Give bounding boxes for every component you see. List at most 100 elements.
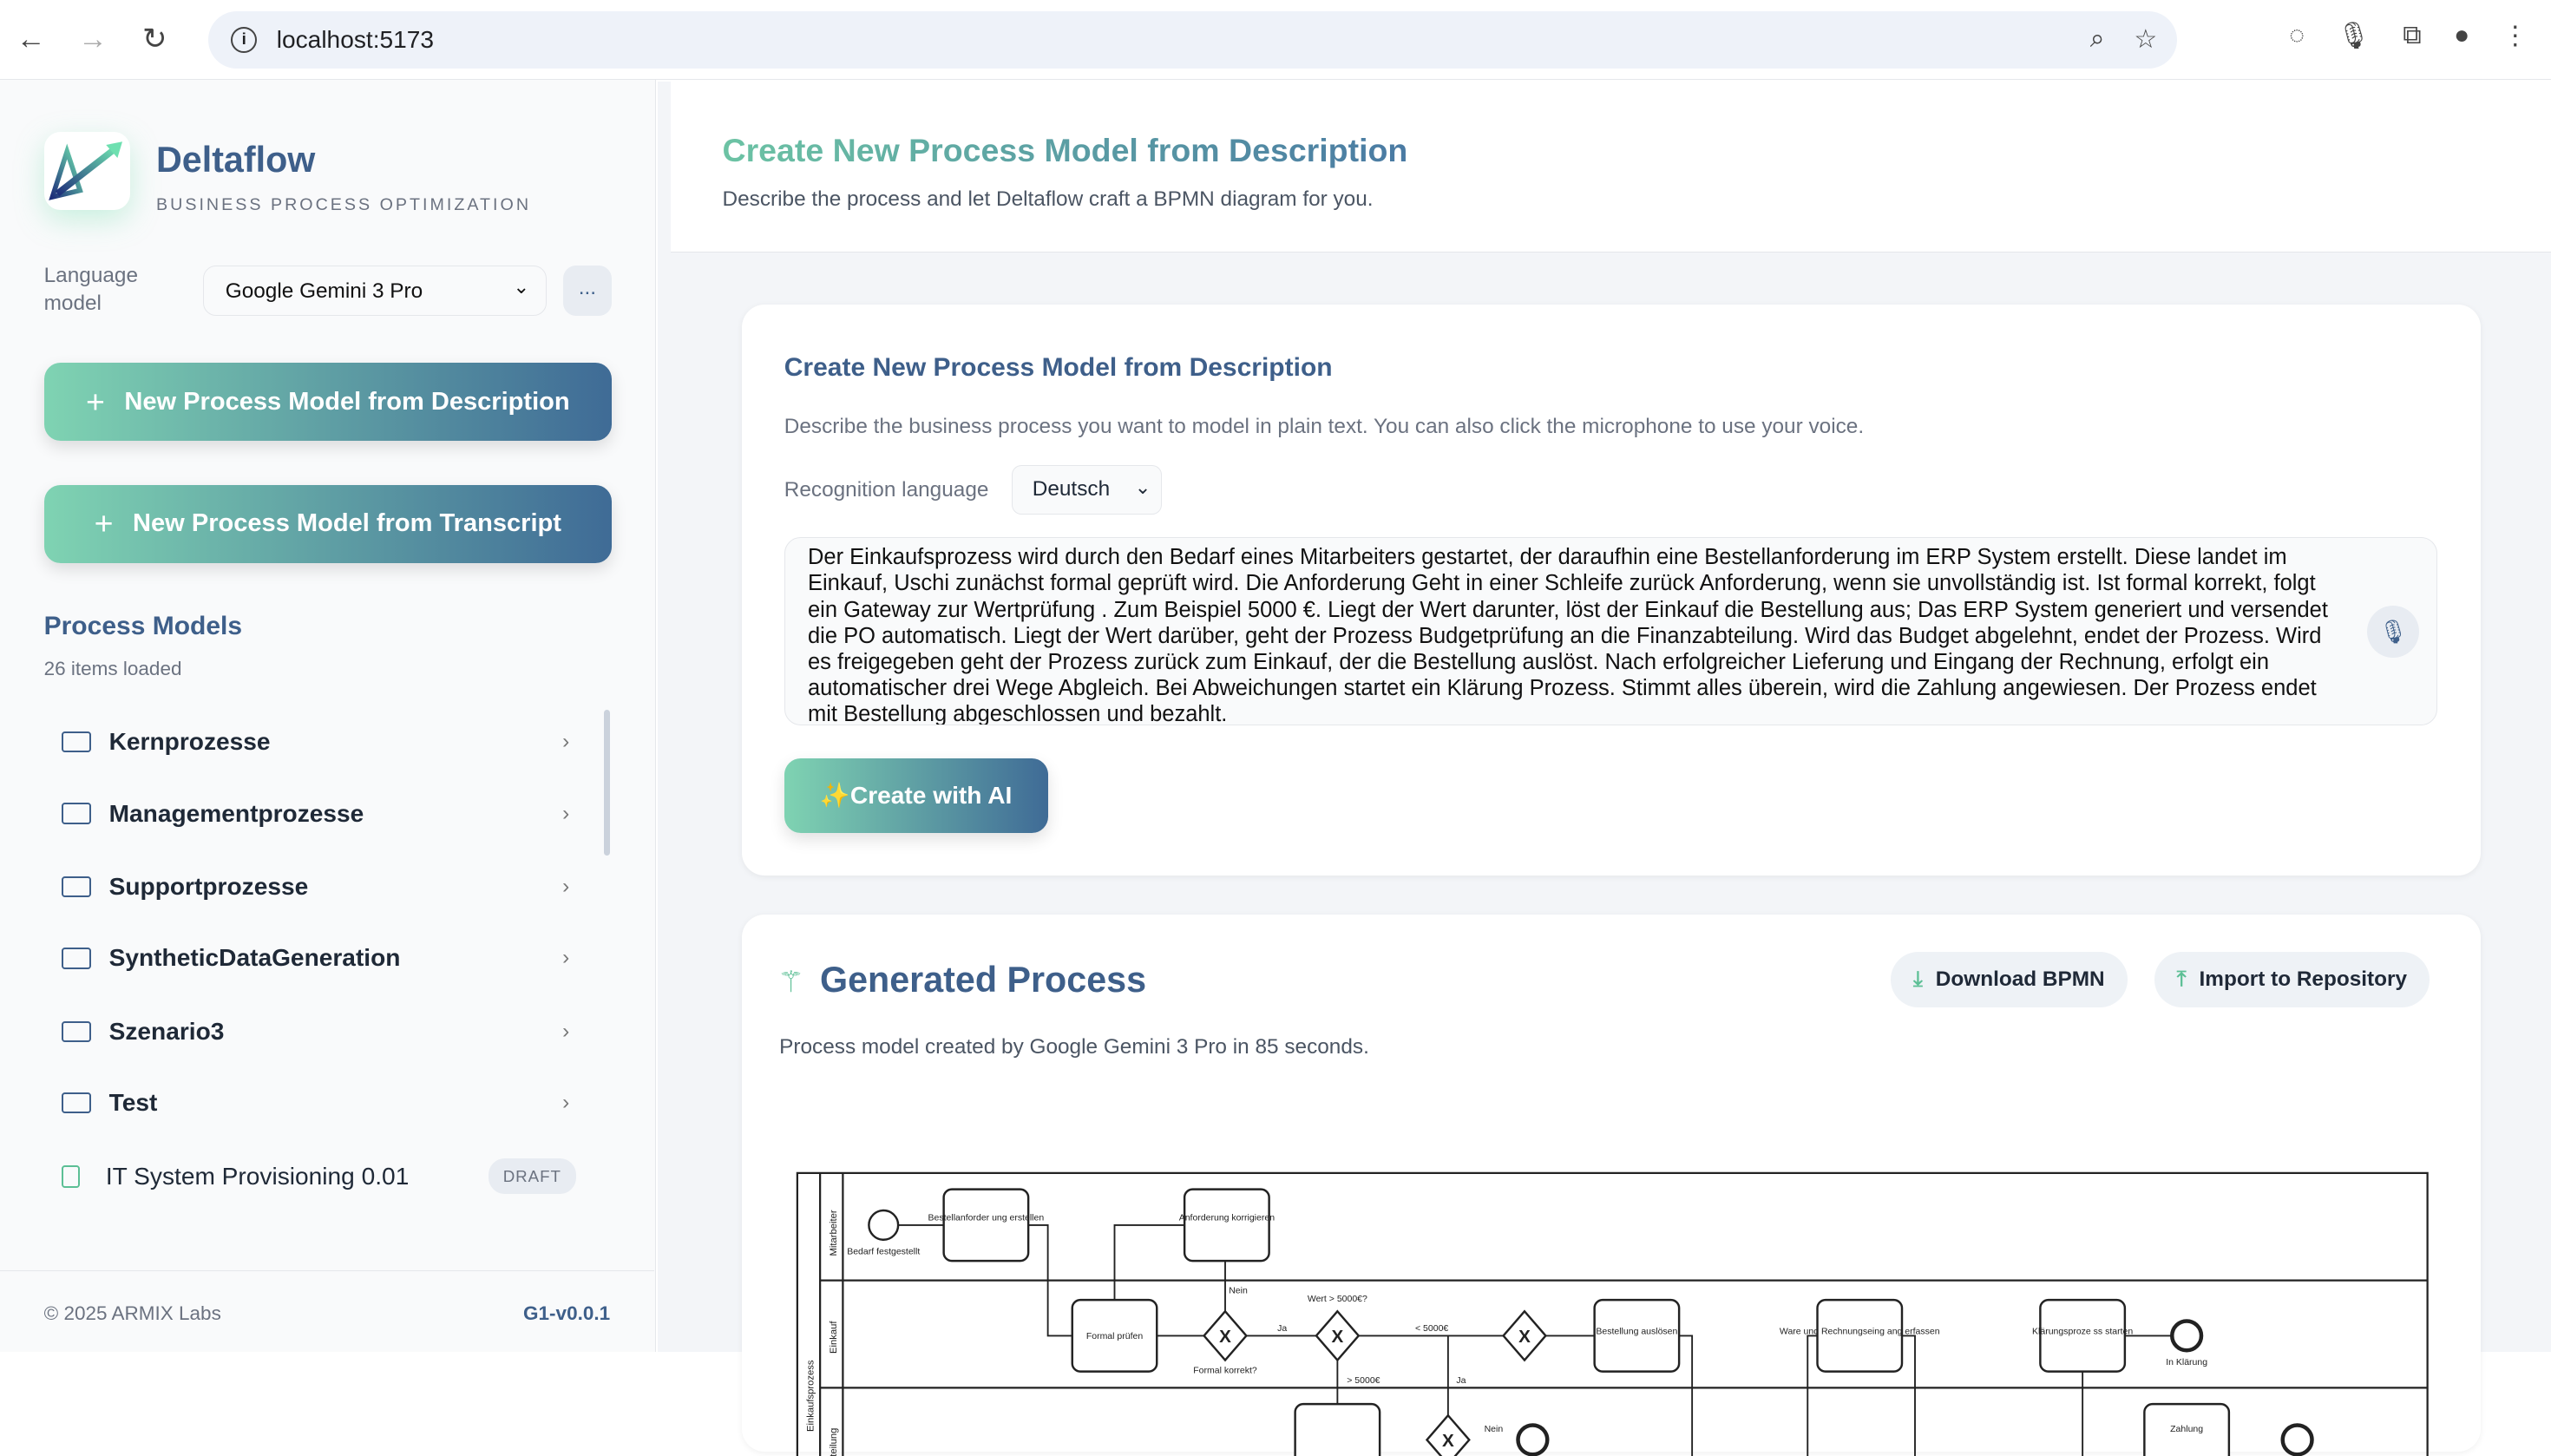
forward-icon[interactable]: → xyxy=(62,23,123,56)
new-from-description-button[interactable]: +New Process Model from Description xyxy=(44,363,612,441)
chevron-down-icon: ⌄ xyxy=(513,276,529,298)
lane-label: Einkauf xyxy=(829,1321,839,1354)
chevron-right-icon: › xyxy=(562,802,569,826)
flow-label: Nein xyxy=(1229,1286,1248,1296)
svg-text:X: X xyxy=(1219,1327,1231,1347)
brand-name: Deltaflow xyxy=(156,140,315,180)
button-label: New Process Model from Transcript xyxy=(133,509,561,538)
items-loaded-count: 26 items loaded xyxy=(44,658,182,680)
download-bpmn-button[interactable]: ⤓ Download BPMN xyxy=(1891,952,2128,1007)
folder-item[interactable]: Kernprozesse › xyxy=(62,718,569,766)
bpmn-diagram[interactable]: Einkaufsprozess Mitarbeiter Einkauf Fina… xyxy=(796,1171,2430,1456)
sidebar: Deltaflow BUSINESS PROCESS OPTIMIZATION … xyxy=(0,0,656,1352)
lane-label: Finanzabteilung xyxy=(829,1428,839,1456)
generation-meta: Process model created by Google Gemini 3… xyxy=(779,1035,1369,1059)
task-label: Bestellanforder ung erstellen xyxy=(928,1212,1044,1223)
task-label: Zahlung xyxy=(2170,1424,2203,1434)
folder-icon xyxy=(62,803,91,823)
menu-icon[interactable]: ⋮ xyxy=(2502,21,2528,51)
page-header: Create New Process Model from Descriptio… xyxy=(671,82,2551,253)
recognition-language-select[interactable]: Deutsch⌄ xyxy=(1012,465,1162,514)
main-content: Create New Process Model from Descriptio… xyxy=(658,82,2551,1352)
sidebar-footer: © 2025 ARMIX Labs G1-v0.0.1 xyxy=(0,1270,654,1352)
flow-label: Ja xyxy=(1277,1323,1287,1334)
chevron-down-icon: ⌄ xyxy=(1135,476,1151,499)
page-subtitle: Describe the process and let Deltaflow c… xyxy=(723,187,1374,212)
gateway-label: Formal korrekt? xyxy=(1193,1366,1257,1376)
reload-icon[interactable]: ↻ xyxy=(124,22,186,56)
bpmn-task[interactable] xyxy=(944,1190,1029,1262)
extension-icon[interactable]: ◌ xyxy=(2289,21,2305,51)
chevron-right-icon: › xyxy=(562,730,569,754)
svg-text:X: X xyxy=(1442,1431,1454,1451)
page-title: Create New Process Model from Descriptio… xyxy=(723,132,1408,169)
copyright: © 2025 ARMIX Labs xyxy=(44,1302,221,1325)
language-model-label: Language model xyxy=(44,262,158,318)
magic-wand-icon: ⚚ xyxy=(777,965,803,1000)
folder-item[interactable]: Supportprozesse› xyxy=(62,862,569,911)
lane-label: Mitarbeiter xyxy=(829,1210,839,1256)
back-icon[interactable]: ← xyxy=(0,23,62,56)
sidebar-scrollbar[interactable] xyxy=(604,710,611,856)
form-description: Describe the business process you want t… xyxy=(784,415,1864,439)
chevron-right-icon: › xyxy=(562,1091,569,1115)
description-form-card: Create New Process Model from Descriptio… xyxy=(742,305,2481,876)
microphone-button[interactable]: 🎙 xyxy=(2367,606,2419,658)
folder-label: Szenario3 xyxy=(109,1018,225,1046)
chevron-right-icon: › xyxy=(562,946,569,970)
upload-icon: ⤒ xyxy=(2177,967,2187,992)
gateway-label: Wert > 5000€? xyxy=(1308,1294,1367,1304)
deltaflow-logo xyxy=(44,132,130,210)
end-event[interactable] xyxy=(1518,1426,1547,1455)
bpmn-task[interactable] xyxy=(1184,1190,1269,1262)
brand-tagline: BUSINESS PROCESS OPTIMIZATION xyxy=(156,195,531,215)
chevron-right-icon: › xyxy=(562,1020,569,1044)
folder-label: Test xyxy=(109,1089,158,1117)
folder-label: Supportprozesse xyxy=(109,873,309,901)
svg-text:X: X xyxy=(1331,1327,1343,1347)
folder-label: Kernprozesse xyxy=(109,728,271,756)
form-title: Create New Process Model from Descriptio… xyxy=(784,353,1333,383)
puzzle-icon[interactable]: ⧉ xyxy=(2403,21,2421,51)
button-label: Download BPMN xyxy=(1936,967,2105,992)
language-model-select[interactable]: Google Gemini 3 Pro⌄ xyxy=(203,266,547,316)
create-with-ai-button[interactable]: ✨Create with AI xyxy=(784,758,1048,833)
end-event[interactable] xyxy=(2283,1426,2312,1455)
svg-text:X: X xyxy=(1518,1327,1531,1347)
bookmark-star-icon[interactable]: ☆ xyxy=(2134,24,2157,55)
version-label: G1-v0.0.1 xyxy=(523,1302,610,1325)
folder-item[interactable]: Test › xyxy=(62,1079,569,1127)
import-to-repository-button[interactable]: ⤒Import to Repository xyxy=(2154,952,2430,1007)
task-label: Anforderung korrigieren xyxy=(1179,1212,1275,1223)
end-event[interactable] xyxy=(2172,1322,2201,1351)
folder-item[interactable]: Managementprozesse› xyxy=(62,789,569,837)
task-label: Klärungsproze ss starten xyxy=(2032,1327,2133,1337)
start-event[interactable] xyxy=(869,1210,898,1240)
new-from-transcript-button[interactable]: +New Process Model from Transcript xyxy=(44,485,612,563)
folder-item[interactable]: SyntheticDataGeneration› xyxy=(62,934,569,982)
task-label: Bestellung auslösen xyxy=(1596,1327,1677,1337)
site-info-icon[interactable]: i xyxy=(231,27,257,53)
download-icon: ⤓ xyxy=(1913,967,1923,992)
flow-label: > 5000€ xyxy=(1347,1375,1380,1386)
process-description-textarea[interactable]: Der Einkaufsprozess wird durch den Bedar… xyxy=(784,537,2437,726)
zoom-icon[interactable]: ⌕ xyxy=(2090,24,2105,55)
process-model-label: IT System Provisioning 0.01 xyxy=(106,1163,409,1190)
folder-item[interactable]: Szenario3 › xyxy=(62,1007,569,1056)
browser-toolbar: ← → ↻ i localhost:5173 ⌕ ☆ ◌ 🎙 ⧉ ● ⋮ xyxy=(0,0,2551,80)
profile-avatar[interactable]: ● xyxy=(2454,21,2469,51)
recognition-language-label: Recognition language xyxy=(784,478,989,502)
event-label: Bedarf festgestellt xyxy=(847,1247,920,1257)
plus-icon: + xyxy=(86,384,105,421)
event-label: In Klärung xyxy=(2166,1357,2207,1367)
address-bar[interactable]: i localhost:5173 ⌕ ☆ xyxy=(208,11,2177,69)
model-options-button[interactable]: ... xyxy=(563,266,612,316)
folder-icon xyxy=(62,731,91,752)
bpmn-task[interactable] xyxy=(1295,1404,1380,1456)
process-models-title: Process Models xyxy=(44,612,242,641)
url-text: localhost:5173 xyxy=(277,26,434,54)
flow-label: < 5000€ xyxy=(1415,1323,1448,1334)
folder-icon xyxy=(62,948,91,968)
microphone-icon[interactable]: 🎙 xyxy=(2338,21,2371,51)
